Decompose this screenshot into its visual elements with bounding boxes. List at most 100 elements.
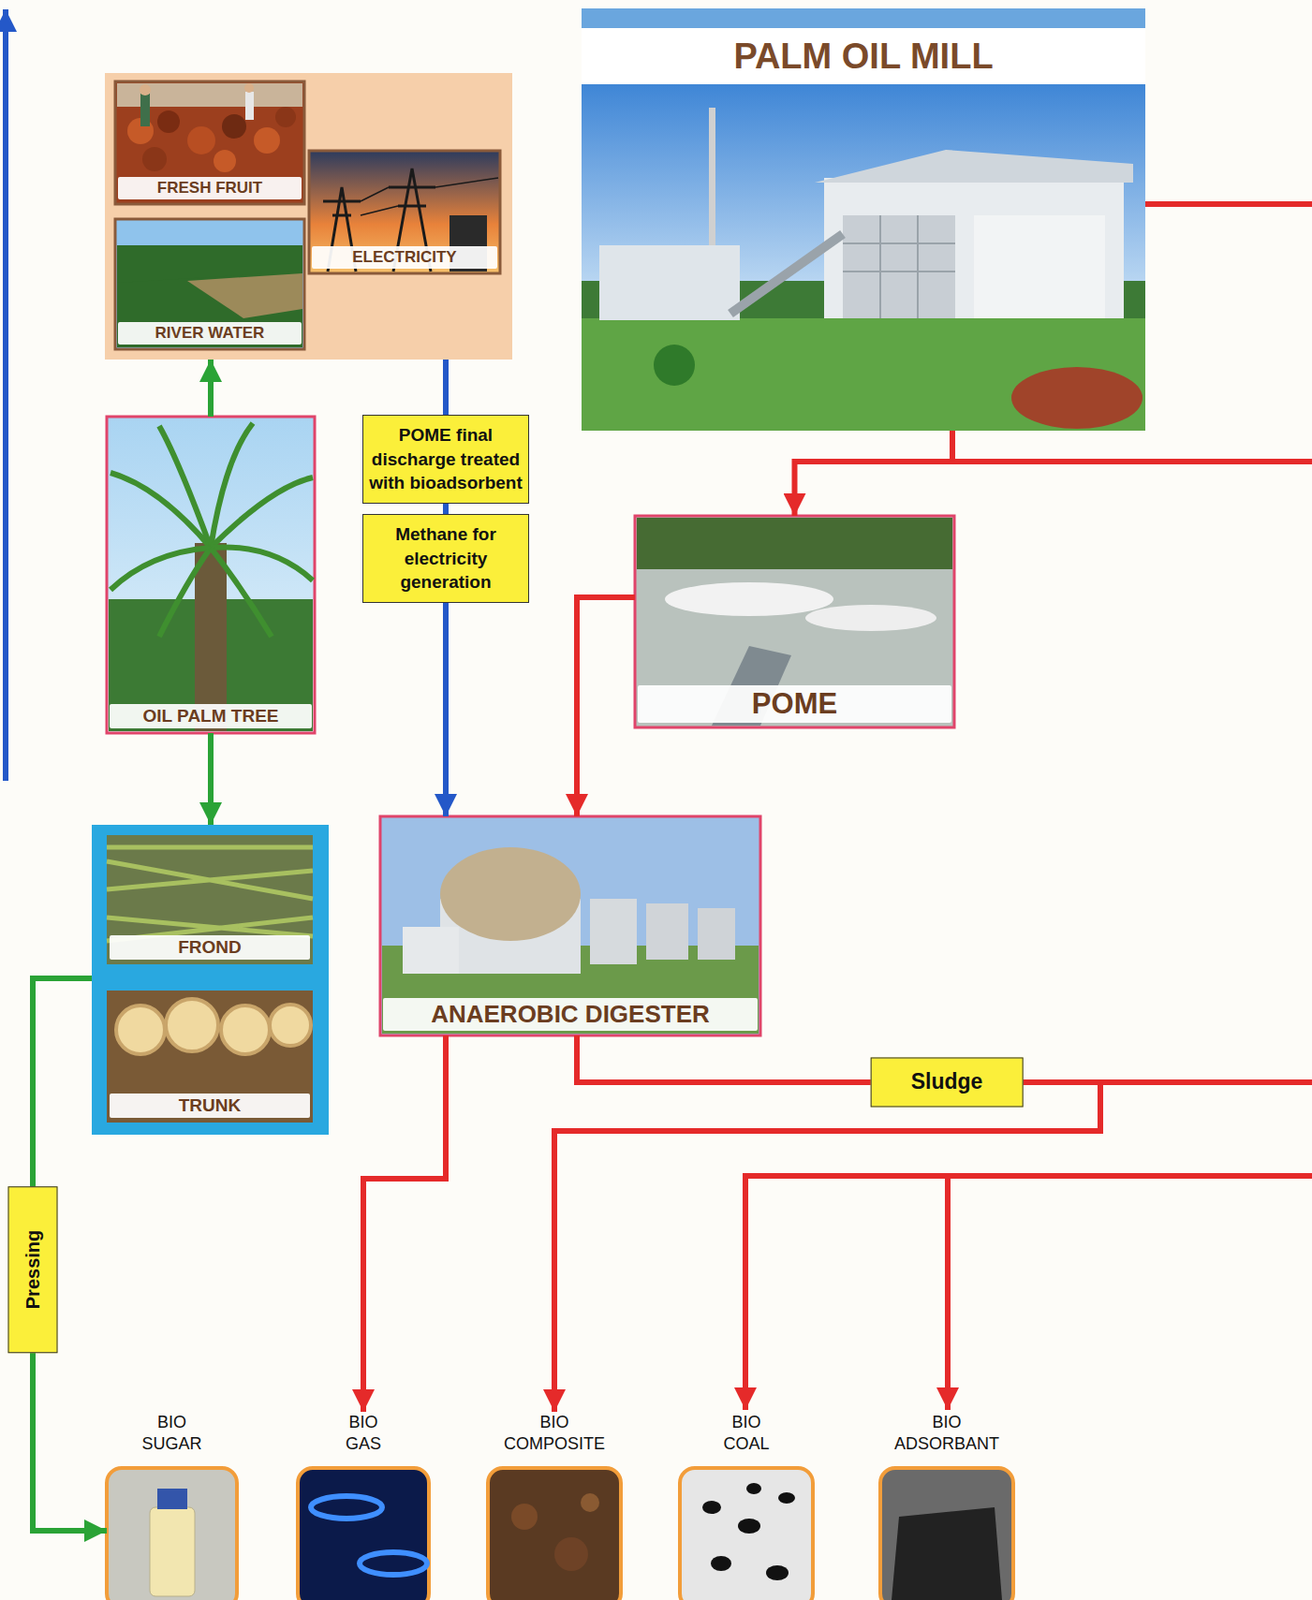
flow-arrow — [363, 1035, 446, 1413]
bio-sugar-photo — [106, 1468, 237, 1600]
oil-palm-photo — [210, 547, 272, 637]
mill-photo — [581, 8, 1146, 431]
red-flow-line — [944, 1176, 951, 1411]
pome-photo — [634, 515, 955, 728]
bio-composite-photo — [511, 1503, 538, 1531]
bio-coal-photo — [746, 1483, 762, 1495]
fresh-fruit-photo — [115, 81, 305, 205]
bio-adsorbant-photo — [880, 1468, 1014, 1600]
fresh-fruit-photo — [221, 114, 247, 139]
mill-photo — [581, 84, 1146, 328]
digester-photo — [440, 847, 581, 942]
red-flow-line — [745, 1176, 1312, 1411]
flow-label: Methane for electricity generation — [362, 514, 530, 604]
photo-box: FRESH FRUIT — [115, 81, 305, 205]
frond-trunk-panel — [165, 999, 219, 1052]
input-group: FRESH FRUITELECTRICITYRIVER WATER — [104, 73, 513, 360]
river-water-photo — [117, 271, 303, 348]
pome-photo — [664, 582, 834, 617]
river-water-photo — [187, 273, 303, 319]
biomass-group: FROND TRUNK — [91, 825, 329, 1136]
photo-box: FROND — [106, 835, 313, 965]
bio-adsorbant-photo — [891, 1507, 1003, 1600]
fresh-fruit-photo — [213, 149, 236, 173]
mill-photo — [973, 215, 1106, 319]
fresh-fruit-photo — [245, 91, 254, 120]
pome-photo — [634, 515, 955, 728]
blue-flow-line — [5, 9, 7, 782]
node-label: ANAEROBIC DIGESTER — [383, 998, 758, 1032]
fresh-fruit-photo — [115, 81, 305, 205]
electricity-photo — [309, 150, 501, 274]
photo-box: TRUNK — [106, 990, 313, 1123]
flow-arrow — [554, 1035, 1101, 1413]
fresh-fruit-photo — [142, 147, 167, 172]
oil-palm-photo — [106, 416, 315, 734]
node-label: BIO GAS — [345, 1412, 382, 1457]
bio-coal-photo — [766, 1565, 789, 1581]
fresh-fruit-photo — [244, 83, 254, 93]
electricity-photo — [360, 177, 499, 216]
bio-adsorbant-photo — [880, 1468, 1014, 1600]
node-label: OIL PALM TREE — [109, 704, 312, 729]
fresh-fruit-photo — [140, 93, 150, 127]
node-label: BIO SUGAR — [141, 1412, 202, 1457]
frond-trunk-panel — [106, 835, 313, 965]
oil-palm-photo — [210, 477, 313, 548]
bio-coal-photo — [737, 1518, 761, 1534]
flow-arrow — [795, 430, 954, 516]
node-label: BIO COMPOSITE — [503, 1412, 605, 1457]
fresh-fruit-photo — [139, 84, 151, 96]
bio-coal-photo — [702, 1501, 722, 1515]
bio-coal-photo — [679, 1468, 813, 1600]
red-flow-line — [1145, 201, 1312, 207]
mill-photo — [581, 318, 1146, 431]
mill-box: PALM OIL MILL — [581, 8, 1146, 431]
flow-label: Pressing — [8, 1186, 59, 1354]
river-water-photo — [115, 219, 305, 350]
flow-arrow — [576, 597, 635, 817]
mill-photo — [842, 215, 956, 319]
bio-sugar-photo — [106, 1468, 237, 1600]
photo-box: POME — [634, 515, 955, 728]
frond-trunk-panel — [106, 990, 313, 1123]
node-label: BIO ADSORBANT — [894, 1412, 1000, 1457]
oil-palm-photo — [106, 416, 315, 734]
pome-photo — [636, 517, 953, 570]
mill-photo — [824, 177, 1124, 319]
frond-trunk-panel — [221, 1005, 270, 1055]
fresh-fruit-photo — [157, 110, 180, 133]
red-flow-line — [1100, 1079, 1312, 1086]
fresh-fruit-photo — [187, 126, 216, 155]
node-label: FRESH FRUIT — [117, 176, 302, 200]
frond-trunk-panel — [269, 1004, 311, 1047]
mill-photo — [814, 149, 1134, 183]
product-box: BIO SUGAR — [106, 1412, 237, 1600]
bio-coal-photo — [710, 1556, 732, 1572]
fresh-fruit-photo — [275, 106, 296, 128]
bio-gas-photo — [359, 1552, 428, 1576]
bio-composite-photo — [580, 1493, 600, 1513]
bio-sugar-photo — [157, 1488, 188, 1510]
flow-label: Sludge — [870, 1057, 1024, 1107]
digester-photo — [402, 927, 459, 974]
bio-composite-photo — [487, 1468, 621, 1600]
node-label: RIVER WATER — [117, 322, 302, 345]
frond-trunk-panel — [116, 1005, 165, 1055]
mill-photo — [599, 245, 740, 321]
flow-arrow — [207, 359, 214, 417]
bio-gas-photo — [310, 1496, 383, 1519]
product-box: BIO ADSORBANT — [880, 1412, 1014, 1600]
node-label: BIO COAL — [722, 1412, 769, 1457]
mill-photo — [708, 107, 716, 263]
mill-photo — [653, 344, 695, 386]
oil-palm-photo — [194, 543, 227, 732]
photo-box: OIL PALM TREE — [106, 416, 315, 734]
bio-sugar-photo — [149, 1507, 195, 1597]
inputs-panel — [104, 73, 513, 360]
photo-box: ANAEROBIC DIGESTER — [380, 816, 761, 1036]
fresh-fruit-photo — [253, 127, 281, 154]
frond-trunk-panel — [91, 825, 329, 1136]
